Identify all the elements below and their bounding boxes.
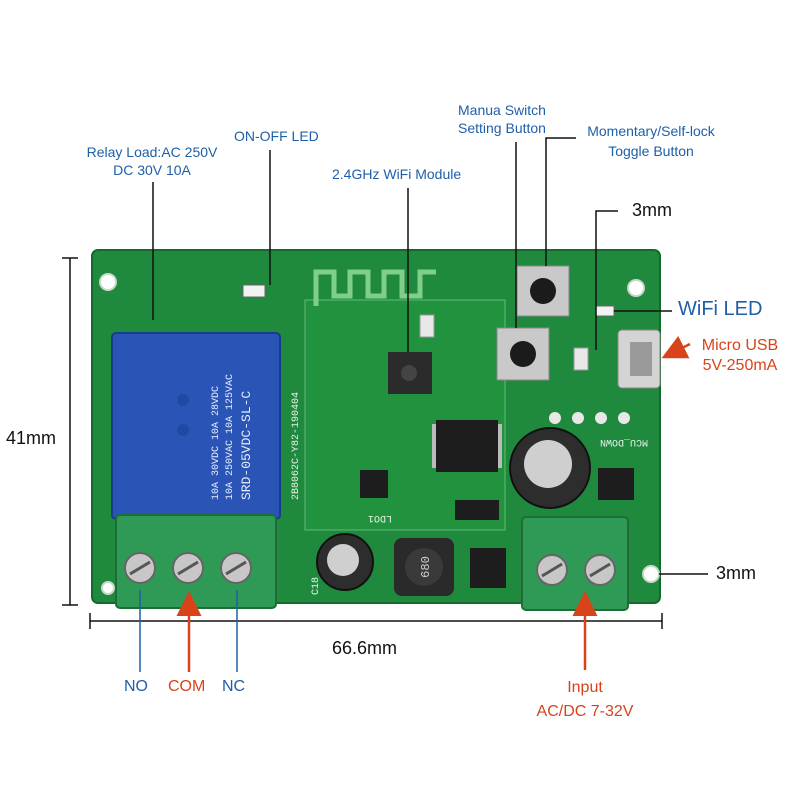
ldo1-label: LDO1 <box>368 512 392 523</box>
relay <box>111 332 281 520</box>
relay-load-label: Relay Load:AC 250V DC 30V 10A <box>72 143 232 179</box>
width-dimension-label: 66.6mm <box>332 638 398 658</box>
momentary-label: Momentary/Self-lock Toggle Button <box>576 121 726 161</box>
manual-switch-line2: Setting Button <box>458 120 546 136</box>
input-line1: Input <box>567 679 603 696</box>
wifi-module-label: 2.4GHz WiFi Module <box>332 166 462 182</box>
pcb-antenna <box>313 269 436 306</box>
relay-load-line1: Relay Load:AC 250V <box>86 144 218 160</box>
relay-print-line3: 10A 30VDC 10A 28VDC <box>211 386 222 500</box>
wifi-module-board <box>304 299 506 531</box>
micro-usb-label: Micro USB 5V-250mA <box>690 336 790 376</box>
mount-hole-tl <box>99 273 117 291</box>
momentary-line2: Toggle Button <box>608 143 694 159</box>
pointer-micro-usb <box>661 335 691 359</box>
on-off-led-label: ON-OFF LED <box>234 128 319 144</box>
relay-print-line1: SRD-05VDC-SL-C <box>239 391 254 500</box>
mount-hole-br <box>642 565 660 583</box>
micro-usb-line1: Micro USB <box>701 337 779 354</box>
height-dimension-label: 41mm <box>6 428 57 448</box>
c18-label: C18 <box>311 577 322 595</box>
terminal-nc-label: NC <box>222 678 246 695</box>
mount-hole-bl <box>101 581 115 595</box>
mcu-chip <box>436 420 498 472</box>
leader-3mm-top <box>595 210 618 350</box>
hole-3mm-top-label: 3mm <box>632 200 672 220</box>
relay-print-line2: 10A 250VAC 10A 125VAC <box>225 374 236 500</box>
manual-switch-label: Manua Switch Setting Button <box>458 101 546 137</box>
terminal-no-label: NO <box>124 678 148 695</box>
manual-switch-line1: Manua Switch <box>458 102 546 118</box>
momentary-line1: Momentary/Self-lock <box>587 123 715 139</box>
board-id: 2B8062C-Y82-190404 <box>291 392 302 500</box>
inductor-label: 680 <box>419 556 433 578</box>
micro-usb-line2: 5V-250mA <box>702 357 778 374</box>
relay-load-line2: DC 30V 10A <box>113 162 191 178</box>
mcu-down-label: MCU_DOWN <box>600 436 648 447</box>
input-line2: AC/DC 7-32V <box>536 703 634 720</box>
input-label: Input AC/DC 7-32V <box>515 676 655 724</box>
mount-hole-tr <box>627 279 645 297</box>
wifi-led <box>595 305 615 317</box>
hole-3mm-side-label: 3mm <box>716 563 756 583</box>
leader-momentary <box>545 137 576 266</box>
on-off-led <box>242 284 266 298</box>
terminal-com-label: COM <box>168 678 206 695</box>
wifi-led-label: WiFi LED <box>678 298 763 320</box>
